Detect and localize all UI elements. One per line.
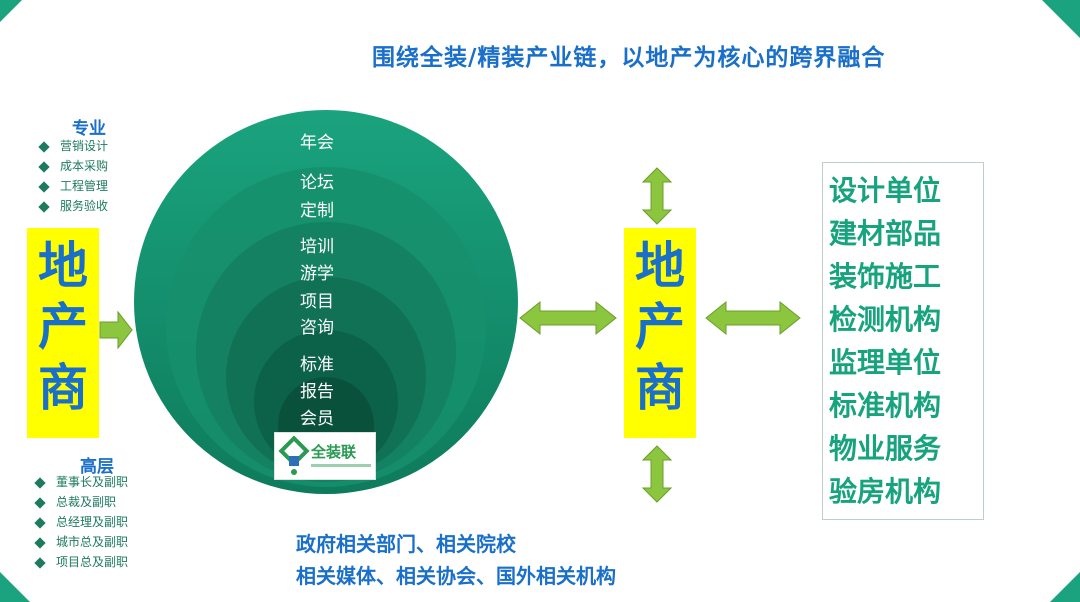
circle-label: 定制: [300, 201, 334, 221]
list-item: 城市总及副职: [34, 532, 128, 552]
partner-list: 设计单位 建材部品 装饰施工 检测机构 监理单位 标准机构 物业服务 验房机构: [829, 169, 941, 513]
circle-label: 咨询: [300, 318, 334, 338]
circle-label: 标准: [300, 355, 334, 375]
list-item: 物业服务: [829, 432, 942, 465]
circle-label: 项目: [300, 292, 334, 312]
double-arrow-horizontal-icon: [705, 300, 801, 336]
list-item: 建材部品: [829, 217, 942, 250]
left-top-heading: 专业: [72, 119, 106, 139]
left-top-list: 营销设计 成本采购 工程管理 服务验收: [38, 136, 108, 216]
list-item: 项目总及副职: [34, 552, 128, 572]
headline: 围绕全装/精装产业链，以地产为核心的跨界融合: [372, 45, 886, 71]
list-item: 成本采购: [38, 156, 108, 176]
list-item: 装饰施工: [829, 260, 942, 293]
left-developer-box: 地 产 商: [27, 228, 99, 438]
list-item: 营销设计: [38, 136, 108, 156]
list-item: 标准机构: [829, 389, 942, 422]
bottom-text-line: 政府相关部门、相关院校: [296, 532, 516, 556]
left-bottom-heading: 高层: [80, 457, 114, 477]
corner-decoration-bottom-left: [0, 572, 30, 602]
corner-decoration-bottom-right: [1050, 572, 1080, 602]
logo-mark-icon: [278, 436, 310, 475]
circle-label: 年会: [300, 133, 334, 153]
circle-label: 培训: [300, 237, 334, 257]
double-arrow-vertical-icon: [641, 445, 673, 503]
corner-decoration-top-left: [0, 0, 22, 22]
list-item: 总裁及副职: [34, 492, 128, 512]
list-item: 监理单位: [829, 346, 942, 379]
bottom-text-line: 相关媒体、相关协会、国外相关机构: [296, 564, 616, 588]
arrow-right-icon: [99, 310, 133, 350]
list-item: 工程管理: [38, 176, 108, 196]
circle-label: 会员: [300, 409, 334, 429]
double-arrow-vertical-icon: [641, 167, 673, 225]
list-item: 董事长及副职: [34, 472, 128, 492]
circle-label: 论坛: [300, 173, 334, 193]
list-item: 验房机构: [829, 475, 942, 508]
logo: 全装联: [274, 432, 376, 480]
list-item: 设计单位: [829, 174, 942, 207]
list-item: 服务验收: [38, 196, 108, 216]
circle-label: 游学: [300, 264, 334, 284]
circle-label: 报告: [300, 382, 334, 402]
list-item: 总经理及副职: [34, 512, 128, 532]
double-arrow-horizontal-icon: [519, 300, 617, 336]
list-item: 检测机构: [829, 303, 942, 336]
corner-decoration-top-right: [1042, 0, 1080, 38]
left-bottom-list: 董事长及副职 总裁及副职 总经理及副职 城市总及副职 项目总及副职: [34, 472, 128, 572]
partner-list-box: 设计单位 建材部品 装饰施工 检测机构 监理单位 标准机构 物业服务 验房机构: [822, 162, 984, 520]
center-developer-box: 地 产 商: [624, 228, 696, 438]
